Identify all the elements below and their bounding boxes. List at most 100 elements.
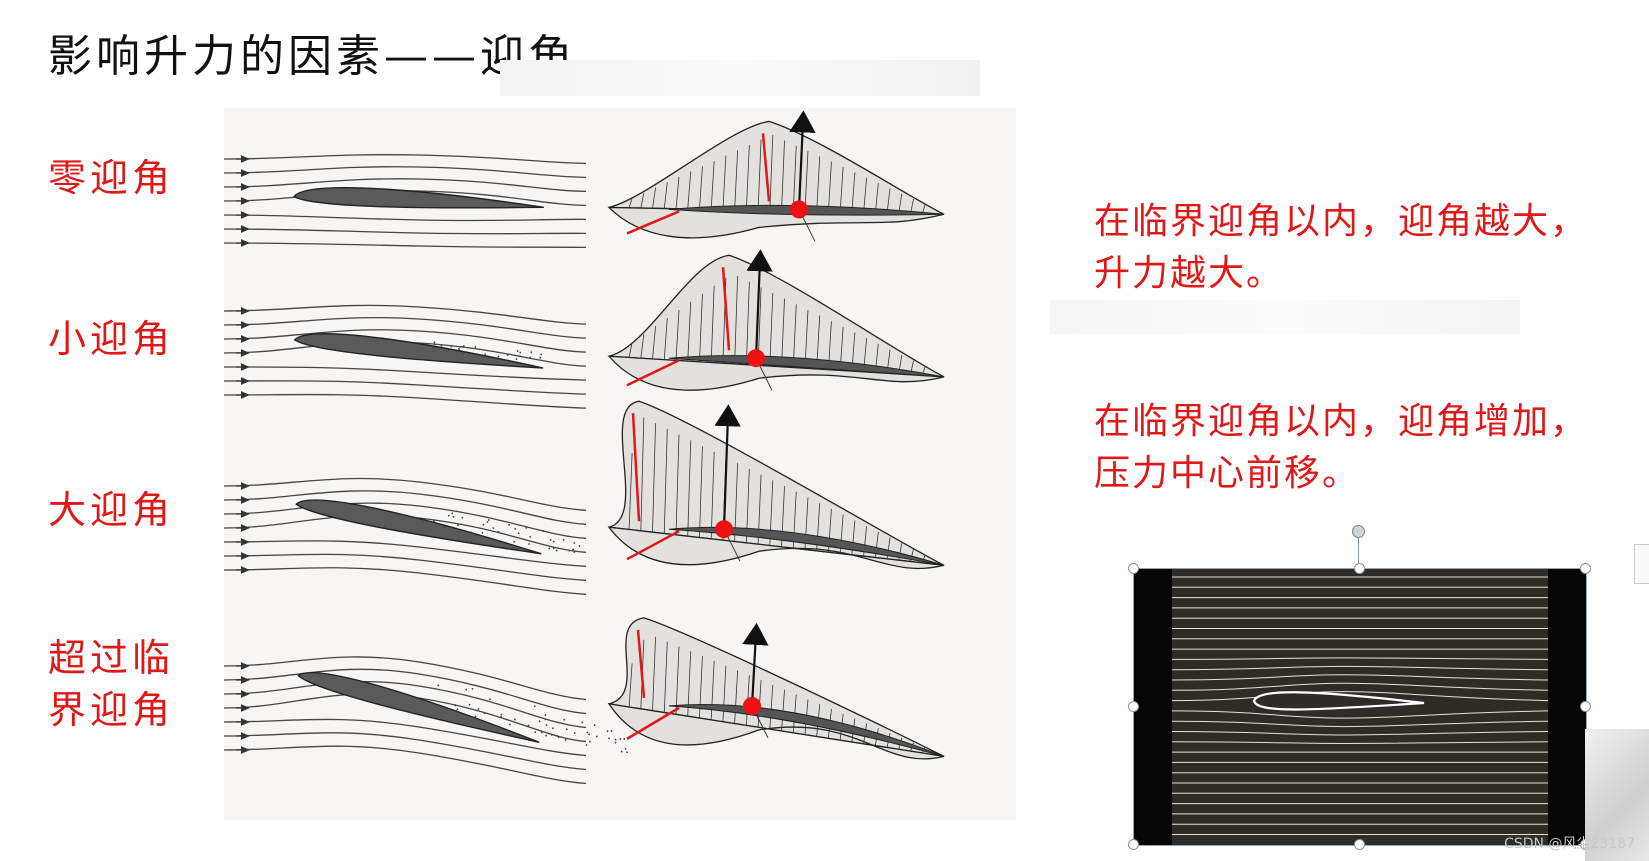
separation-speckle [586,731,588,733]
row-label-stall-aoa: 超过临 界迎角 [48,632,174,736]
separation-speckle [540,353,542,355]
separation-speckle [545,735,547,737]
row-label-large-aoa: 大迎角 [48,484,174,536]
separation-speckle [563,719,565,721]
separation-speckle [451,512,453,514]
note-line: 在临界迎角以内，迎角增加， [1094,396,1649,448]
separation-speckle [539,720,541,722]
separation-speckle [626,751,628,753]
row-label-small-aoa: 小迎角 [48,313,174,365]
separation-speckle [515,358,517,360]
suction-envelope [609,121,944,214]
separation-speckle [624,748,626,750]
separation-speckle [484,353,486,355]
note-line: 在临界迎角以内，迎角越大， [1094,196,1649,248]
airfoil-body [294,186,544,213]
separation-speckle [461,517,463,519]
resize-handle-top-left[interactable] [1128,563,1139,574]
center-of-pressure-dot [743,697,761,715]
separation-speckle [530,351,532,353]
separation-speckle [509,723,511,725]
separation-speckle [610,730,612,732]
streamline [224,243,586,247]
center-of-pressure-dot [747,349,765,367]
separation-speckle [534,705,536,707]
resize-handle-top-right[interactable] [1580,563,1591,574]
streamline [224,541,586,566]
streamline [224,568,586,595]
resize-handle-middle-left[interactable] [1128,701,1139,712]
resize-handle-middle-right[interactable] [1580,701,1591,712]
streamline [224,167,586,178]
separation-speckle [588,733,590,735]
separation-speckle [556,549,558,551]
separation-speckle [619,738,621,740]
pressure-distribution-diagram [609,401,944,568]
resize-handle-bottom-left[interactable] [1128,839,1139,850]
resize-handle-bottom-center[interactable] [1354,839,1365,850]
streamline [224,367,586,380]
separation-speckle [513,541,515,543]
separation-speckle [514,528,516,530]
separation-speckle [483,524,485,526]
separation-speckle [517,350,519,352]
separation-speckle [589,740,591,742]
separation-speckle [519,351,521,353]
separation-speckle [548,547,550,549]
streamline-flow-diagram [224,479,586,595]
separation-speckle [608,737,610,739]
wind-tunnel-photo[interactable] [1133,568,1587,846]
separation-speckle [606,730,608,732]
separation-speckle [518,532,520,534]
separation-speckle [528,543,530,545]
pressure-distribution-diagram [609,121,944,241]
airfoil-section [294,186,544,213]
separation-speckle [437,684,439,686]
side-panel-tab[interactable] [1634,544,1649,584]
separation-speckle [594,724,596,726]
pressure-distribution-diagram [609,255,944,390]
separation-speckle [573,542,575,544]
separation-speckle [552,727,554,729]
separation-speckle [481,532,483,534]
streamline [224,395,586,409]
streamline [224,318,586,339]
streamline [224,746,586,783]
separation-speckle [581,721,583,723]
note-lift-increases: 在临界迎角以内，迎角越大， 升力越大。 [1094,196,1649,300]
row-label-zero-aoa: 零迎角 [48,152,174,204]
separation-speckle [508,524,510,526]
resize-handle-top-center[interactable] [1354,563,1365,574]
separation-speckle [596,735,598,737]
separation-speckle [486,521,488,523]
separation-speckle [448,515,450,517]
streamline [224,179,586,192]
separation-speckle [615,739,617,741]
separation-speckle [488,519,490,521]
rotate-handle[interactable] [1352,525,1365,538]
streamline-flow-diagram [224,155,586,248]
streamline [224,381,586,394]
separation-speckle [498,355,500,357]
separation-speckle [489,698,491,700]
separation-speckle [539,357,541,359]
separation-speckle [563,539,565,541]
separation-speckle [477,708,479,710]
separation-speckle [578,545,580,547]
separation-speckle [529,536,531,538]
center-of-pressure-dot [715,520,733,538]
separation-speckle [433,341,435,343]
streamline [224,305,586,324]
separation-speckle [553,541,555,543]
airfoil-diagram-svg [224,108,1016,820]
airfoil-body [295,493,544,558]
faded-background-text [1050,300,1520,334]
separation-speckle [534,731,536,733]
separation-speckle [465,688,467,690]
separation-speckle [474,346,476,348]
separation-speckle [585,744,587,746]
row-label-line: 大迎角 [48,488,174,532]
separation-speckle [545,724,547,726]
streamline-flow-diagram [224,644,634,784]
note-line: 压力中心前移。 [1094,448,1649,500]
